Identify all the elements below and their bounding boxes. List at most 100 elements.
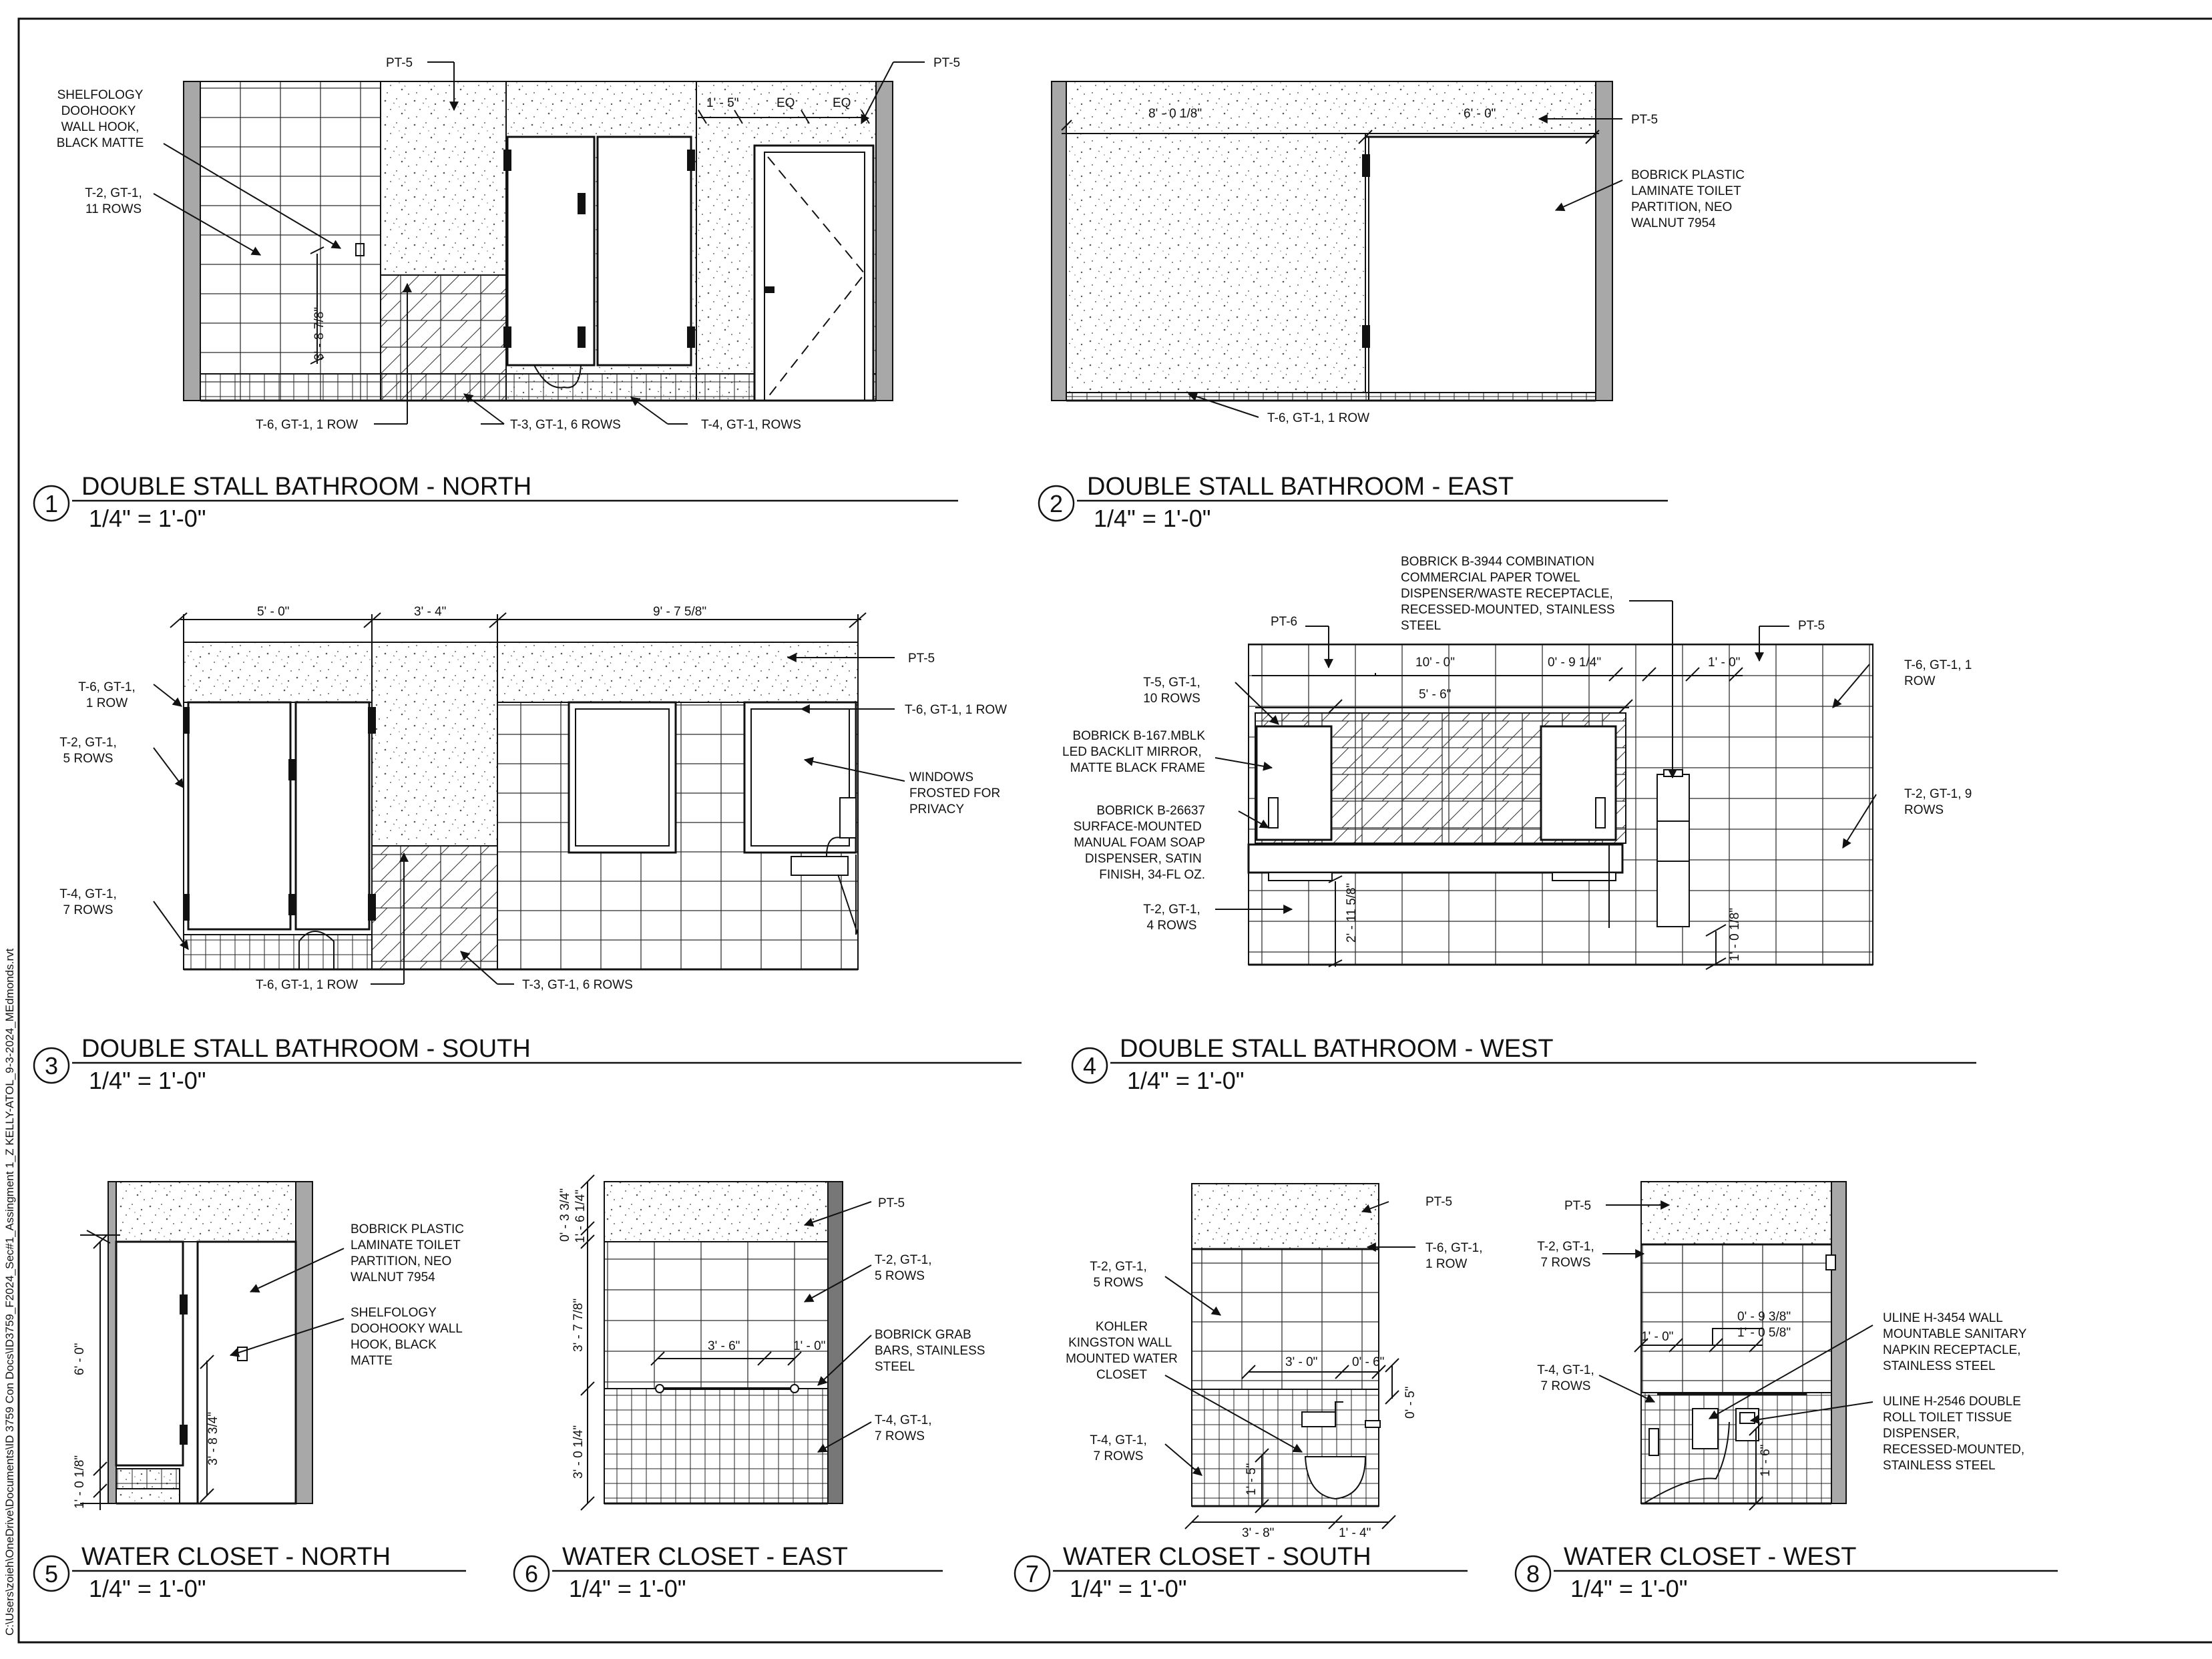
view-title-6: 6 WATER CLOSET - EAST 1/4" = 1'-0" [513, 1543, 943, 1602]
view-title-5: 5 WATER CLOSET - NORTH 1/4" = 1'-0" [33, 1543, 466, 1602]
view-4-annotations [1214, 600, 1877, 970]
v3-t6-bottom-note: T-6, GT-1, 1 ROW [256, 978, 358, 992]
v3-t6-right-note: T-6, GT-1, 1 ROW [905, 703, 1007, 717]
svg-text:DOUBLE STALL BATHROOM - NORTH: DOUBLE STALL BATHROOM - NORTH [81, 473, 531, 501]
svg-text:WATER CLOSET - NORTH: WATER CLOSET - NORTH [81, 1543, 391, 1571]
view-6-annotations [580, 1174, 872, 1511]
v8-t2-note: T-2, GT-1,7 ROWS [1537, 1240, 1594, 1270]
v6-dim-f: 3' - 0 1/4" [572, 1425, 586, 1479]
svg-text:1/4" = 1'-0": 1/4" = 1'-0" [89, 1575, 206, 1602]
file-path: C:\Users\zoieh\OneDrive\Documents\ID 375… [3, 948, 16, 1636]
view-2-drawing [1051, 81, 1613, 402]
svg-text:WATER CLOSET - EAST: WATER CLOSET - EAST [562, 1543, 848, 1571]
v8-t4-note: T-4, GT-1,7 ROWS [1537, 1363, 1594, 1393]
svg-text:1/4" = 1'-0": 1/4" = 1'-0" [89, 505, 206, 532]
v8-dim-b: 1' - 0" [1641, 1330, 1673, 1344]
svg-text:6: 6 [525, 1560, 538, 1588]
v1-t6-note: T-6, GT-1, 1 ROW [256, 418, 358, 432]
svg-text:WATER CLOSET - WEST: WATER CLOSET - WEST [1564, 1543, 1856, 1571]
v2-t6-note: T-6, GT-1, 1 ROW [1267, 411, 1369, 425]
v7-dim-a: 3' - 0" [1285, 1355, 1317, 1369]
view-title-2: 2 DOUBLE STALL BATHROOM - EAST 1/4" = 1'… [1038, 473, 1668, 532]
svg-text:1/4" = 1'-0": 1/4" = 1'-0" [1094, 505, 1211, 532]
svg-text:5: 5 [45, 1560, 58, 1588]
v1-pt5-a: PT-5 [386, 56, 413, 70]
v3-t3-note: T-3, GT-1, 6 ROWS [522, 978, 633, 992]
v6-t4-note: T-4, GT-1,7 ROWS [875, 1413, 932, 1443]
v4-dim-b: 0' - 9 1/4" [1548, 656, 1601, 670]
view-6-drawing [604, 1181, 843, 1505]
view-1-drawing [183, 81, 893, 402]
v3-t2-note: T-2, GT-1,5 ROWS [59, 736, 117, 766]
v7-t4-note: T-4, GT-1,7 ROWS [1090, 1433, 1147, 1463]
v1-dim-eq-1: EQ [777, 96, 795, 110]
sheet-border [17, 17, 2212, 1644]
v7-dim-b: 0' - 6" [1352, 1355, 1384, 1369]
view-5-annotations [80, 1230, 345, 1510]
view-3-drawing [183, 642, 859, 971]
view-3-annotations [153, 612, 905, 985]
v3-dim-b: 3' - 4" [414, 605, 446, 619]
svg-text:1/4" = 1'-0": 1/4" = 1'-0" [569, 1575, 686, 1602]
v7-t2-note: T-2, GT-1,5 ROWS [1090, 1260, 1147, 1290]
svg-text:WATER CLOSET - SOUTH: WATER CLOSET - SOUTH [1063, 1543, 1371, 1571]
svg-text:3: 3 [45, 1052, 58, 1080]
v2-pt5: PT-5 [1631, 113, 1658, 127]
svg-text:1/4" = 1'-0": 1/4" = 1'-0" [1127, 1067, 1245, 1094]
v7-dim-c: 0' - 5" [1403, 1387, 1417, 1419]
v5-dim-c: 1' - 0 1/8" [73, 1455, 87, 1509]
v1-t3-note: T-3, GT-1, 6 ROWS [510, 418, 621, 432]
v6-dim-e: 1' - 0" [793, 1339, 825, 1353]
v3-dim-c: 9' - 7 5/8" [653, 605, 706, 619]
v4-pt5: PT-5 [1798, 619, 1825, 633]
svg-text:1/4" = 1'-0": 1/4" = 1'-0" [1570, 1575, 1688, 1602]
v8-dim-c: 1' - 0 5/8" [1737, 1326, 1791, 1340]
v4-t5-note: T-5, GT-1,10 ROWS [1143, 676, 1200, 706]
svg-text:8: 8 [1526, 1560, 1540, 1588]
svg-text:1: 1 [45, 490, 58, 517]
view-title-4: 4 DOUBLE STALL BATHROOM - WEST 1/4" = 1'… [1071, 1035, 1976, 1094]
v3-pt5: PT-5 [908, 652, 935, 666]
v3-t4-note: T-4, GT-1,7 ROWS [59, 887, 117, 917]
svg-text:1/4" = 1'-0": 1/4" = 1'-0" [89, 1067, 206, 1094]
v6-pt5: PT-5 [878, 1196, 905, 1210]
v1-t4-note: T-4, GT-1, ROWS [701, 418, 801, 432]
v2-dim-b: 6' - 0" [1464, 107, 1496, 121]
v8-pt5: PT-5 [1564, 1199, 1591, 1213]
v7-dim-d: 1' - 5" [1245, 1463, 1259, 1495]
v7-t6-note: T-6, GT-1,1 ROW [1425, 1241, 1483, 1271]
view-8-drawing [1640, 1181, 1847, 1505]
v7-pt5: PT-5 [1425, 1195, 1452, 1209]
view-title-3: 3 DOUBLE STALL BATHROOM - SOUTH 1/4" = 1… [33, 1035, 1022, 1094]
v8-dim-a: 0' - 9 3/8" [1737, 1310, 1791, 1324]
view-5-drawing [107, 1181, 313, 1505]
v7-dim-f: 1' - 4" [1339, 1526, 1371, 1540]
v6-dim-b: 1' - 6 1/4" [574, 1190, 588, 1243]
svg-text:7: 7 [1026, 1560, 1039, 1588]
v5-dim-b: 3' - 8 3/4" [206, 1412, 220, 1465]
v4-dim-f: 1' - 0 1/8" [1728, 908, 1742, 961]
v4-dim-e: 2' - 11 5/8" [1345, 883, 1359, 943]
svg-text:DOUBLE STALL BATHROOM - EAST: DOUBLE STALL BATHROOM - EAST [1087, 473, 1514, 501]
v4-dim-a: 10' - 0" [1415, 656, 1455, 670]
v5-dim-a: 6' - 0" [73, 1343, 87, 1375]
v8-dim-d: 1' - 6" [1759, 1445, 1773, 1477]
view-7-drawing [1191, 1183, 1381, 1507]
v1-dim-height: 3' - 8 7/8" [312, 307, 326, 361]
v6-dim-a: 0' - 3 3/4" [558, 1188, 572, 1242]
v6-dim-c: 3' - 7 7/8" [572, 1298, 586, 1352]
v1-dim-1-5: 1' - 5" [706, 96, 738, 110]
svg-text:DOUBLE STALL BATHROOM - WEST: DOUBLE STALL BATHROOM - WEST [1120, 1035, 1554, 1063]
